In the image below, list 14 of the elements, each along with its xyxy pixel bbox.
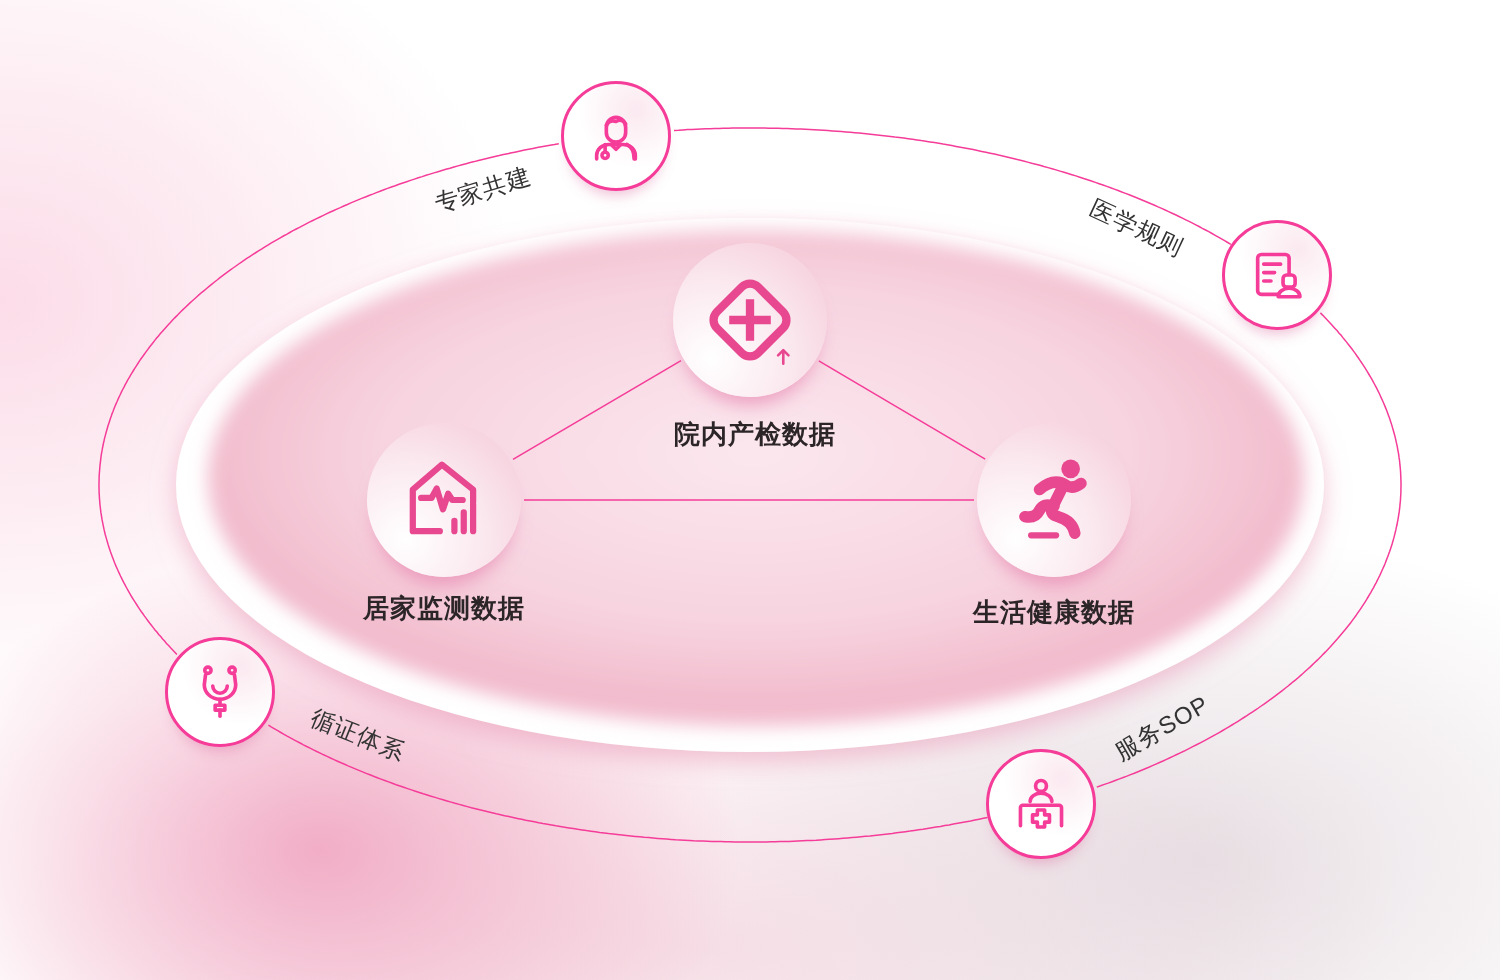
connector-line xyxy=(523,499,975,501)
node-label: 医学规则 xyxy=(1085,193,1190,263)
node-label: 循证体系 xyxy=(305,702,411,768)
connector-line xyxy=(818,360,986,460)
ellipse-arc xyxy=(1096,312,1402,788)
ellipse-arc xyxy=(267,724,989,843)
ellipse-arc xyxy=(673,127,1232,246)
node-label: 服务SOP xyxy=(1109,688,1215,768)
ellipse-arc xyxy=(98,142,560,656)
node-label: 专家共建 xyxy=(430,161,536,220)
node-label: 居家监测数据 xyxy=(363,591,525,625)
node-label: 院内产检数据 xyxy=(674,417,836,451)
node-label: 生活健康数据 xyxy=(973,595,1135,629)
connector-line xyxy=(512,359,682,461)
